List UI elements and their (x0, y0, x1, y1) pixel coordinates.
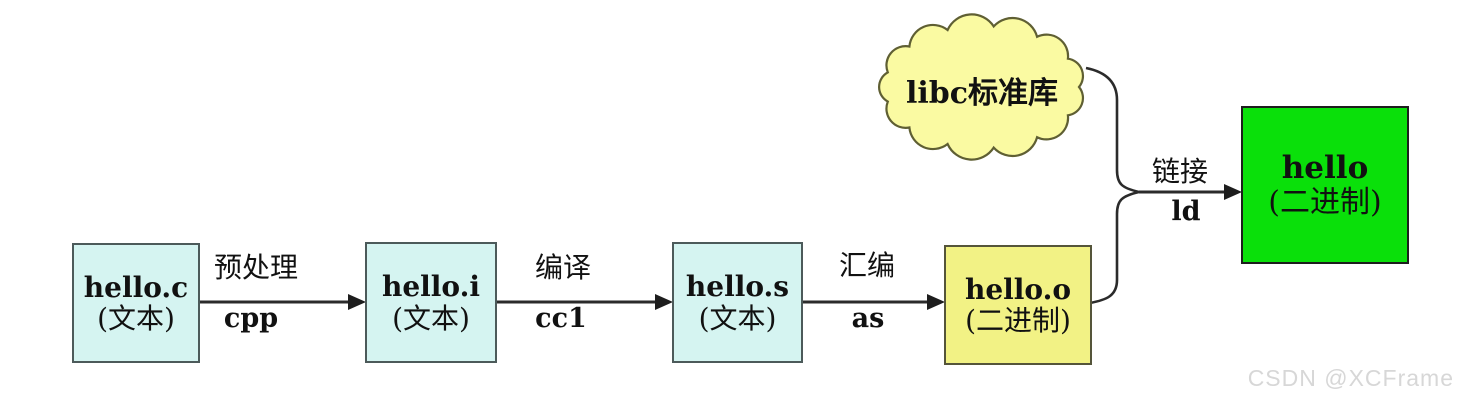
node-hello-o-type: (二进制) (965, 304, 1071, 337)
edge-label-compile: 编译 (534, 251, 591, 284)
arrowhead-cpp (348, 294, 366, 310)
edge-label-preprocess: 预处理 (213, 251, 298, 284)
edge-tool-cpp: cpp (223, 303, 279, 334)
edge-label-link: 链接 (1151, 155, 1208, 188)
node-hello-s-type: (文本) (698, 301, 777, 335)
node-hello-i-type: (文本) (392, 301, 470, 335)
edge-label-assemble: 汇编 (838, 249, 895, 282)
arrowhead-ld (1224, 184, 1242, 200)
node-hello-executable: hello (二进制) (1241, 106, 1409, 264)
node-hello-o-name: hello.o (964, 272, 1072, 306)
libc-cloud-shape (878, 13, 1085, 161)
node-hello-o: hello.o (二进制) (944, 245, 1092, 365)
edge-tool-ld: ld (1171, 196, 1201, 227)
libc-cloud-label: libc标准库 (905, 76, 1059, 111)
node-hello-i-name: hello.i (381, 270, 480, 304)
node-hello-c-type: (文本) (97, 302, 175, 335)
edge-tool-as: as (851, 303, 885, 334)
node-hello-i: hello.i (文本) (365, 242, 497, 363)
arrowhead-cc1 (655, 294, 673, 310)
node-hello-s: hello.s (文本) (672, 242, 803, 363)
node-hello-executable-name: hello (1281, 149, 1369, 186)
edge-tool-cc1: cc1 (535, 303, 587, 334)
node-hello-executable-type: (二进制) (1268, 184, 1382, 220)
node-hello-c-name: hello.c (83, 270, 189, 304)
arrowhead-as (927, 294, 945, 310)
node-hello-c: hello.c (文本) (72, 243, 200, 363)
watermark: CSDN @XCFrame (1247, 365, 1454, 391)
node-hello-s-name: hello.s (685, 270, 790, 304)
